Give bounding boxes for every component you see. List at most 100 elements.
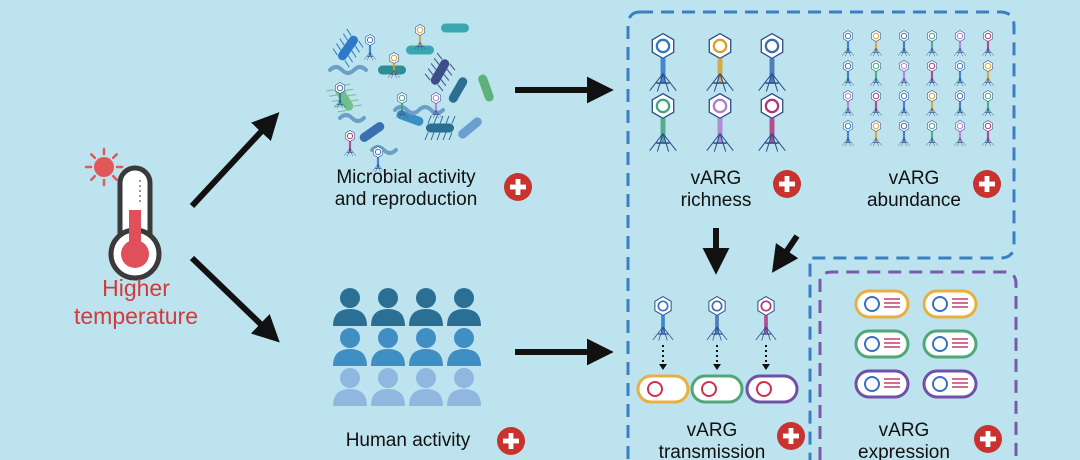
- bacteriophage-icon: [953, 120, 967, 147]
- richness-phages: [649, 32, 786, 152]
- bacteriophage-icon: [395, 92, 409, 119]
- plus-circle-icon: [973, 170, 1001, 198]
- vargs-dashed-box-blue: [640, 10, 1016, 460]
- bacteriophage-icon: [363, 34, 377, 61]
- spirillum-icon: [338, 113, 366, 123]
- plus-circle-icon: [504, 173, 532, 201]
- expressing-cell-icon: [854, 329, 910, 359]
- higher-temperature-label-line2: temperature: [74, 303, 198, 329]
- bacteriophage-icon: [953, 30, 967, 57]
- bacterium-icon: [378, 65, 406, 75]
- bacteriophage-icon: [758, 32, 786, 92]
- human-activity-label: Human activity: [346, 430, 471, 451]
- microbial-label-line2: and reproduction: [335, 189, 478, 210]
- bacteriophage-icon: [897, 60, 911, 87]
- bacterium-icon: [424, 115, 456, 141]
- bacteriophage-icon: [981, 60, 995, 87]
- expressing-cell-icon: [922, 329, 978, 359]
- bacteriophage-icon: [897, 90, 911, 117]
- bacteriophage-icon: [981, 30, 995, 57]
- expressing-cell-icon: [854, 289, 910, 319]
- bacteriophage-icon: [841, 90, 855, 117]
- bacterium-icon: [424, 52, 456, 92]
- bacterial-cell-icon: [745, 374, 799, 404]
- bacteriophage-icon: [869, 60, 883, 87]
- expressing-cell-icon: [922, 369, 978, 399]
- person-icon: [371, 328, 405, 366]
- bacteriophage-icon: [649, 32, 677, 92]
- bacterium-icon: [458, 117, 482, 139]
- expressing-cell-icon: [854, 369, 910, 399]
- bacteriophage-icon: [869, 90, 883, 117]
- bacteriophage-icon: [758, 92, 786, 152]
- bacterium-icon: [448, 77, 468, 103]
- person-icon: [371, 288, 405, 326]
- bacteriophage-icon: [371, 146, 385, 173]
- bacterium-icon: [359, 122, 385, 142]
- bacterial-cell-icon: [690, 374, 744, 404]
- richness-label-line1: vARG: [691, 168, 742, 189]
- spirillum-icon: [370, 145, 398, 155]
- person-icon: [371, 368, 405, 406]
- bacteriophage-icon: [706, 92, 734, 152]
- bacteriophage-icon: [333, 82, 347, 109]
- transmission-label-line2: transmission: [659, 442, 766, 460]
- bacteriophage-icon: [413, 24, 427, 51]
- bacteriophage-icon: [706, 32, 734, 92]
- bacteriophage-icon: [841, 120, 855, 147]
- expression-label-line1: vARG: [879, 420, 930, 441]
- bacterium-icon: [441, 23, 469, 33]
- person-icon: [409, 368, 443, 406]
- bacteriophage-icon: [387, 52, 401, 79]
- microbial-label-line1: Microbial activity: [336, 167, 476, 188]
- arrow-abundance-to-transmission: [771, 234, 800, 273]
- bacteriophage-icon: [869, 120, 883, 147]
- transmission-panel: [636, 296, 799, 404]
- bacteriophage-icon: [869, 30, 883, 57]
- bacteriophage-icon: [755, 296, 777, 341]
- plus-circle-icon: [773, 170, 801, 198]
- person-icon: [447, 288, 481, 326]
- expressing-cell-icon: [922, 289, 978, 319]
- person-icon: [409, 288, 443, 326]
- increase-badges: [497, 170, 1002, 455]
- bacteriophage-icon: [981, 120, 995, 147]
- plus-circle-icon: [497, 427, 525, 455]
- bacteriophage-icon: [953, 90, 967, 117]
- bacteriophage-icon: [953, 60, 967, 87]
- person-icon: [409, 328, 443, 366]
- sun-icon: [84, 147, 124, 187]
- bacteriophage-icon: [343, 130, 357, 157]
- spirillum-icon: [328, 65, 368, 75]
- microbial-community: [326, 23, 494, 173]
- bacteriophage-icon: [652, 296, 674, 341]
- richness-label-line2: richness: [681, 190, 752, 211]
- bacteriophage-icon: [429, 92, 443, 119]
- bacteriophage-icon: [897, 30, 911, 57]
- abundance-label-line2: abundance: [867, 190, 961, 211]
- bacteriophage-icon: [925, 90, 939, 117]
- arrow-to-humans: [189, 255, 280, 343]
- vargs-dashed-box-blue-left: [626, 10, 641, 460]
- person-icon: [447, 328, 481, 366]
- bacterial-cell-icon: [636, 374, 690, 404]
- bacteriophage-icon: [925, 60, 939, 87]
- person-icon: [333, 328, 367, 366]
- arrow-to-microbes: [189, 112, 280, 209]
- expression-label-line2: expression: [858, 442, 950, 460]
- bacteriophage-icon: [649, 92, 677, 152]
- bacteriophage-icon: [841, 60, 855, 87]
- people-group: [333, 288, 481, 406]
- thermometer-icon: [108, 165, 162, 281]
- abundance-label-line1: vARG: [889, 168, 940, 189]
- expression-panel: [854, 289, 978, 399]
- plus-circle-icon: [974, 425, 1002, 453]
- bacteriophage-icon: [925, 120, 939, 147]
- bacterium-icon: [406, 45, 434, 55]
- person-icon: [333, 288, 367, 326]
- transmission-label-line1: vARG: [687, 420, 738, 441]
- bacterium-icon: [332, 28, 364, 68]
- higher-temperature-label-line1: Higher: [102, 275, 170, 301]
